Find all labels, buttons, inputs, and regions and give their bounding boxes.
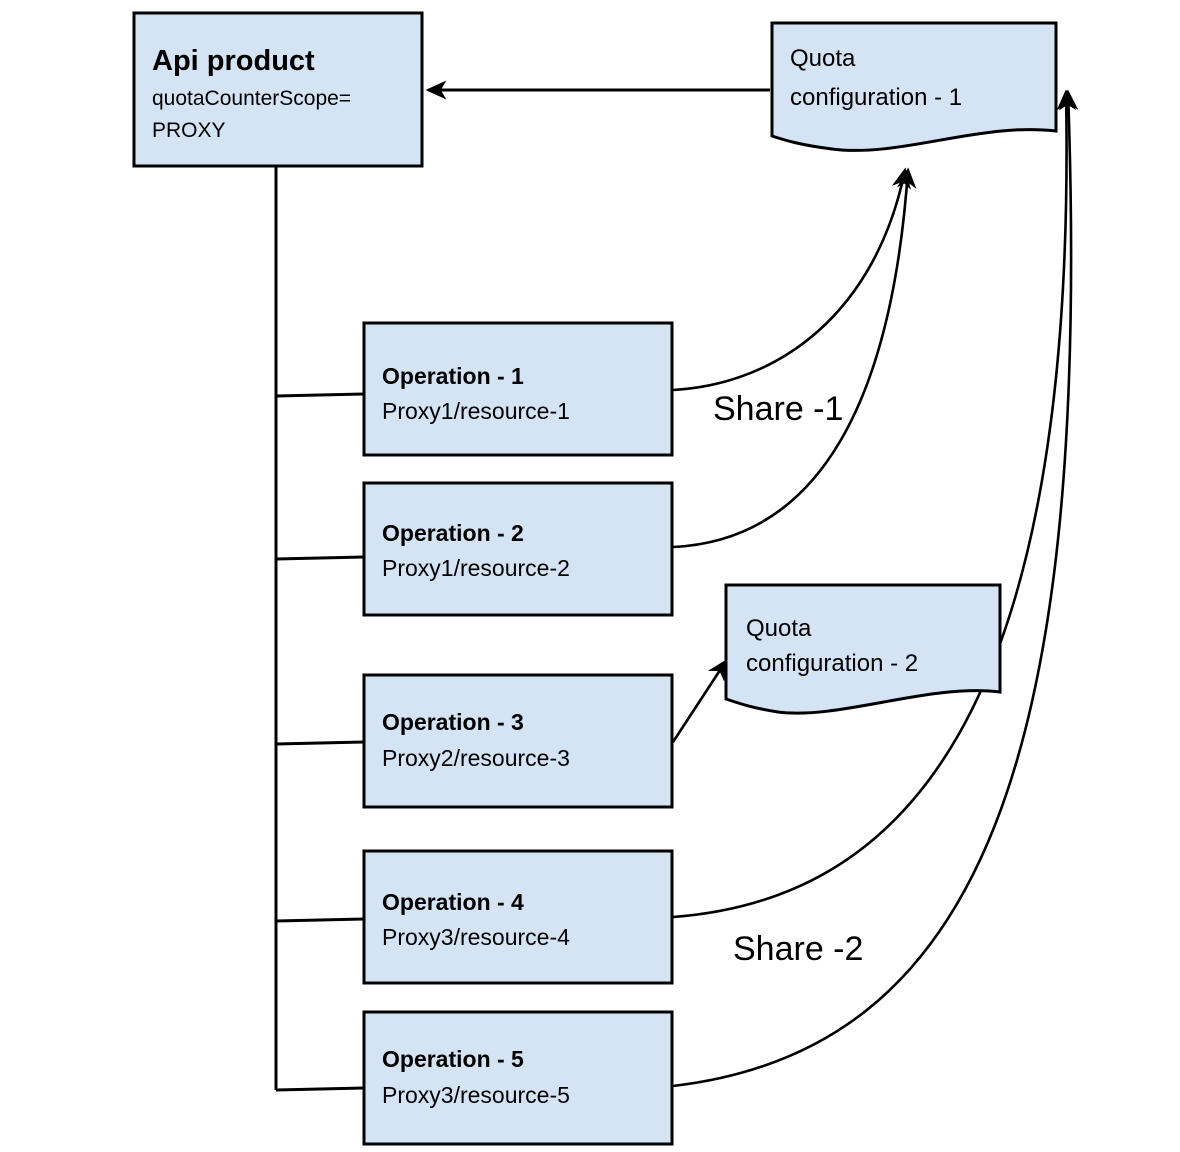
share-2-connectors (672, 89, 1079, 1088)
operation-2-title: Operation - 2 (382, 520, 524, 546)
quota-configuration-2-document-shape[interactable] (724, 583, 1002, 715)
quota-configuration-1-line-2: configuration - 1 (790, 84, 962, 111)
quota-configuration-1-document-shape[interactable] (770, 21, 1058, 152)
node-operation-3[interactable]: Operation - 3 Proxy2/resource-3 (362, 673, 674, 809)
operation-3-resource: Proxy2/resource-3 (382, 745, 570, 771)
edge-operation-2-to-quota-1 (672, 167, 917, 549)
operation-4-title: Operation - 4 (382, 889, 524, 915)
operation-4-resource: Proxy3/resource-4 (382, 924, 570, 950)
node-operation-2[interactable]: Operation - 2 Proxy1/resource-2 (362, 481, 674, 617)
edge-operation-3-to-quota-2 (671, 658, 728, 743)
tree-branch-operation-5 (275, 1086, 365, 1092)
quota-configuration-1-line-1: Quota (790, 45, 856, 72)
api-product-scope-line-2: PROXY (152, 119, 226, 142)
edge-operation-5-to-quota-1 (672, 89, 1079, 1088)
operation-5-title: Operation - 5 (382, 1046, 524, 1072)
operation-3-connector (671, 658, 728, 743)
operation-5-resource: Proxy3/resource-5 (382, 1082, 570, 1108)
node-operation-5[interactable]: Operation - 5 Proxy3/resource-5 (362, 1010, 674, 1146)
operation-1-resource: Proxy1/resource-1 (382, 398, 570, 424)
operation-4-box[interactable] (362, 849, 674, 985)
node-quota-configuration-1[interactable]: Quota configuration - 1 (770, 21, 1058, 152)
node-operation-1[interactable]: Operation - 1 Proxy1/resource-1 (362, 321, 674, 457)
operation-3-title: Operation - 3 (382, 709, 524, 735)
api-product-scope-line-1: quotaCounterScope= (152, 87, 351, 110)
tree-branch-operation-3 (275, 740, 365, 746)
operation-1-box[interactable] (362, 321, 674, 457)
edge-operation-4-to-quota-1 (672, 89, 1077, 919)
operation-2-box[interactable] (362, 481, 674, 617)
api-product-box[interactable] (132, 11, 424, 168)
quota-configuration-2-line-2: configuration - 2 (746, 650, 918, 677)
operation-3-box[interactable] (362, 673, 674, 809)
edge-label-share-2: Share -2 (733, 930, 863, 968)
edge-label-share-1: Share -1 (713, 390, 843, 428)
node-api-product[interactable]: Api product quotaCounterScope= PROXY (132, 11, 424, 168)
quota-configuration-2-line-1: Quota (746, 615, 812, 642)
api-product-title: Api product (152, 45, 315, 77)
operation-5-box[interactable] (362, 1010, 674, 1146)
tree-branch-operation-4 (275, 917, 365, 923)
node-quota-configuration-2[interactable]: Quota configuration - 2 (724, 583, 1002, 715)
tree-branch-operation-2 (275, 555, 365, 561)
share-2-label: Share -2 (733, 930, 863, 968)
share-1-connectors (672, 167, 917, 549)
node-operation-4[interactable]: Operation - 4 Proxy3/resource-4 (362, 849, 674, 985)
share-1-label: Share -1 (713, 390, 843, 428)
operation-2-resource: Proxy1/resource-2 (382, 555, 570, 581)
edge-operation-1-to-quota-1 (672, 167, 911, 392)
tree-branch-operation-1 (275, 392, 365, 398)
api-product-tree-connectors (274, 166, 365, 1092)
operation-1-title: Operation - 1 (382, 363, 524, 389)
